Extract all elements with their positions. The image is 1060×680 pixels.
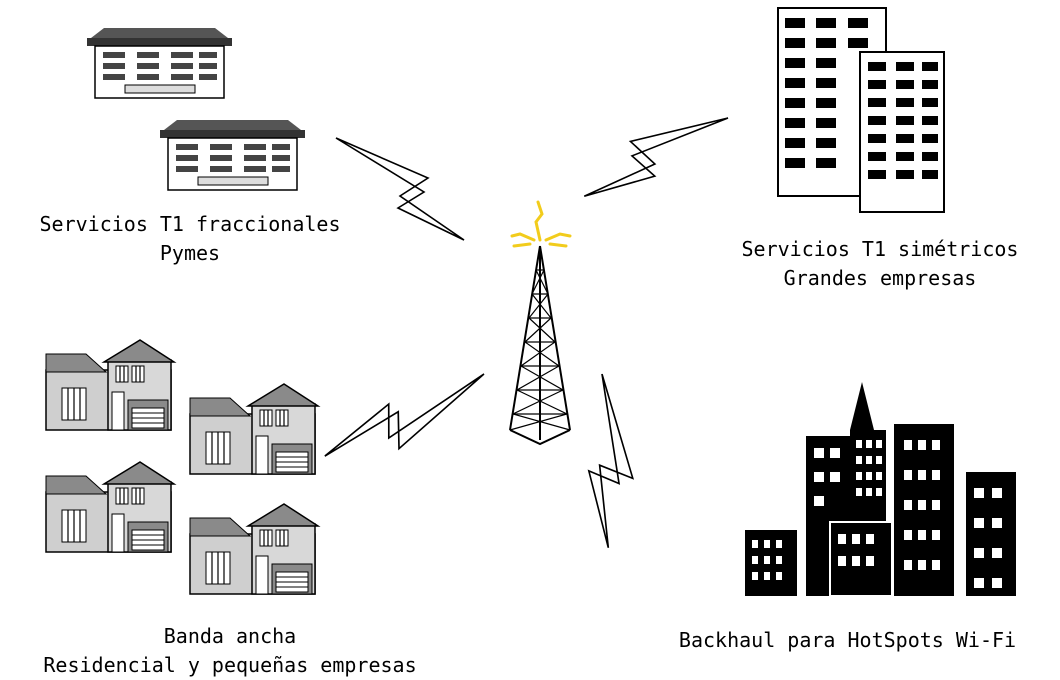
office-building-icon: [86, 27, 306, 191]
label-bottom-left-line2: Residencial y pequeñas empresas: [43, 653, 417, 677]
label-bottom-left: Banda ancha Residencial y pequeñas empre…: [0, 622, 460, 680]
label-top-right: Servicios T1 simétricos Grandes empresas: [715, 235, 1045, 293]
skyscraper-icon: [777, 7, 945, 213]
label-top-right-line1: Servicios T1 simétricos: [741, 237, 1019, 261]
radio-tower-icon: [509, 200, 572, 446]
label-top-left: Servicios T1 fraccionales Pymes: [20, 210, 360, 268]
label-top-right-line2: Grandes empresas: [783, 266, 977, 290]
label-top-left-line2: Pymes: [159, 241, 221, 265]
house-icon: [45, 339, 319, 595]
label-top-left-line1: Servicios T1 fraccionales: [39, 212, 341, 236]
city-skyline-icon: [745, 382, 1016, 597]
label-bottom-left-line1: Banda ancha: [163, 624, 297, 648]
label-bottom-right-line1: Backhaul para HotSpots Wi-Fi: [678, 628, 1017, 652]
label-bottom-right: Backhaul para HotSpots Wi-Fi: [640, 626, 1055, 655]
lightning-bolt-icon: [323, 94, 729, 549]
